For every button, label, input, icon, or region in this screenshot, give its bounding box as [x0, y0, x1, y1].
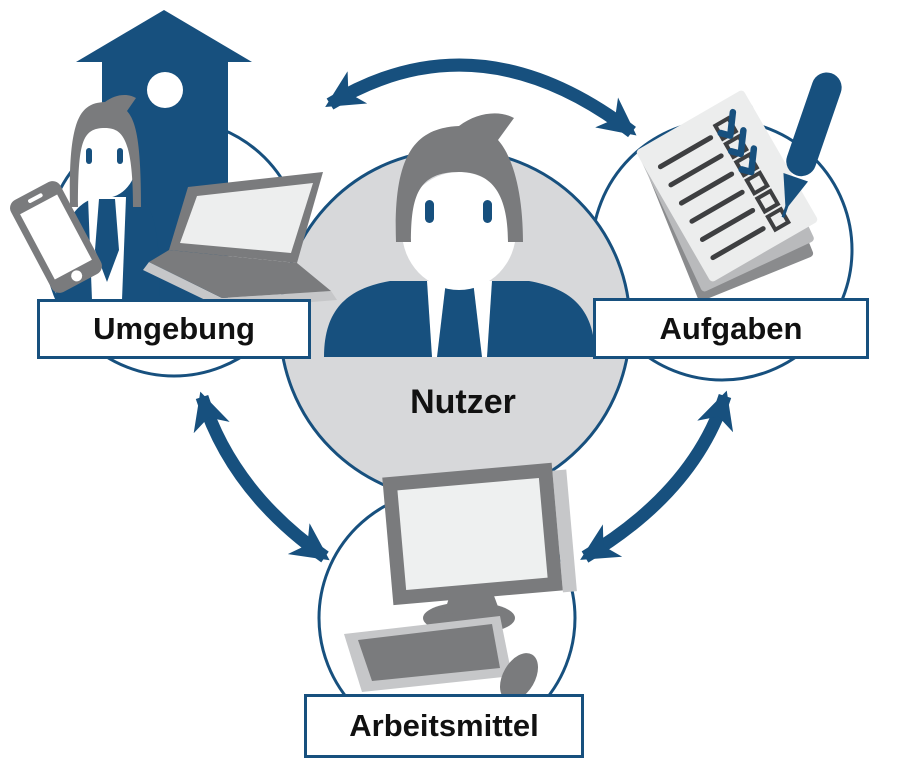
arbeitsmittel-label-text: Arbeitsmittel: [349, 708, 539, 743]
monitor-icon: [382, 462, 577, 634]
nutzer-label-text: Nutzer: [410, 382, 516, 421]
smartphone-icon: [10, 181, 102, 293]
arrow-aufgaben-arbeitsmittel: [580, 390, 734, 563]
user-avatar-icon: [324, 113, 595, 357]
aufgaben-label-box: Aufgaben: [593, 298, 869, 359]
aufgaben-label-text: Aufgaben: [659, 310, 803, 346]
arrow-umgebung-aufgaben: [325, 58, 637, 138]
keyboard-icon: [344, 616, 512, 692]
pen-icon: [781, 72, 842, 218]
umgebung-label-box: Umgebung: [37, 299, 311, 359]
arbeitsmittel-label-box: Arbeitsmittel: [304, 694, 584, 758]
umgebung-label-text: Umgebung: [93, 311, 255, 346]
mouse-icon: [500, 653, 538, 701]
checklist-icon: [636, 90, 818, 301]
nutzer-label: Nutzer: [370, 381, 556, 423]
arrow-umgebung-arbeitsmittel: [193, 391, 330, 563]
laptop-icon: [143, 172, 337, 309]
